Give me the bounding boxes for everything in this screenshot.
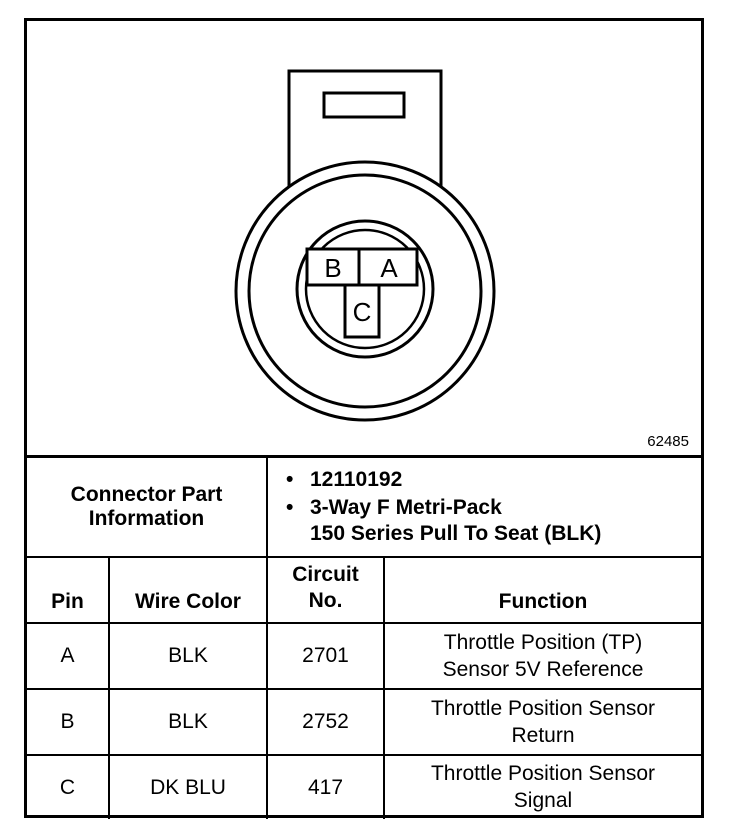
cell-pin: B bbox=[27, 687, 110, 756]
cell-circuit: 2701 bbox=[266, 621, 385, 690]
header-pin: Pin bbox=[27, 555, 110, 624]
connector-info-label: Connector Part Information bbox=[27, 455, 268, 558]
table-row: B BLK 2752 Throttle Position Sensor Retu… bbox=[27, 687, 701, 756]
pin-label-b: B bbox=[324, 253, 341, 283]
connector-drawing: B A C bbox=[234, 69, 496, 422]
cell-wire-color: BLK bbox=[108, 621, 268, 690]
pin-cavity-row bbox=[305, 247, 419, 287]
latch-tab bbox=[322, 91, 406, 119]
cell-function: Throttle Position Sensor Signal bbox=[383, 753, 701, 819]
cell-pin: A bbox=[27, 621, 110, 690]
table-row: A BLK 2701 Throttle Position (TP) Sensor… bbox=[27, 621, 701, 690]
connector-figure: B A C 62485 bbox=[27, 21, 701, 455]
header-circuit: Circuit No. bbox=[266, 555, 385, 624]
cell-circuit: 417 bbox=[266, 753, 385, 819]
connector-table: Connector Part Information 12110192 3-Wa… bbox=[27, 455, 701, 819]
cell-circuit: 2752 bbox=[266, 687, 385, 756]
cell-function: Throttle Position (TP) Sensor 5V Referen… bbox=[383, 621, 701, 690]
cell-pin: C bbox=[27, 753, 110, 819]
header-wire-color: Wire Color bbox=[108, 555, 268, 624]
pin-cavity-c bbox=[343, 283, 381, 339]
connector-info-detail: 12110192 3-Way F Metri-Pack 150 Series P… bbox=[266, 455, 701, 558]
connector-diagram-frame: B A C 62485 Connector Part Information 1… bbox=[24, 18, 704, 819]
table-header-row: Pin Wire Color Circuit No. Function bbox=[27, 555, 701, 624]
part-number: 12110192 bbox=[286, 467, 701, 493]
cell-function: Throttle Position Sensor Return bbox=[383, 687, 701, 756]
connector-info-row: Connector Part Information 12110192 3-Wa… bbox=[27, 455, 701, 558]
pin-label-a: A bbox=[380, 253, 398, 283]
cell-wire-color: DK BLU bbox=[108, 753, 268, 819]
header-function: Function bbox=[383, 555, 701, 624]
figure-id: 62485 bbox=[647, 433, 689, 450]
cell-wire-color: BLK bbox=[108, 687, 268, 756]
pin-label-c: C bbox=[353, 297, 372, 327]
connector-description: 3-Way F Metri-Pack 150 Series Pull To Se… bbox=[286, 495, 701, 547]
table-row: C DK BLU 417 Throttle Position Sensor Si… bbox=[27, 753, 701, 819]
